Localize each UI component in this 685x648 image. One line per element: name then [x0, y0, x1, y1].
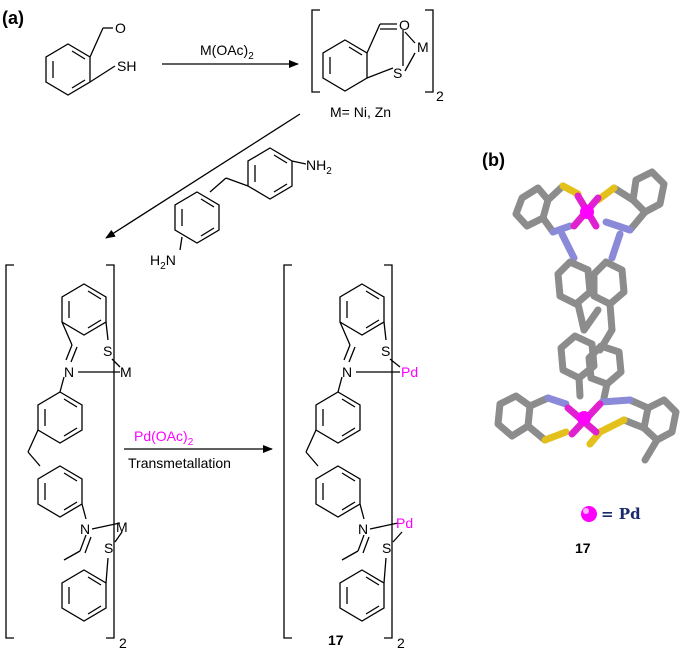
palladium-dimer-structure: 2 N S Pd N Pd S: [283, 264, 418, 648]
methylenedianiline-structure: NH2 H2N: [150, 147, 332, 272]
compound-number: 17: [328, 632, 344, 648]
atom-label: N: [80, 521, 90, 537]
atom-label: S: [103, 343, 112, 359]
legend-label: = Pd: [601, 505, 641, 523]
atom-label: S: [104, 540, 113, 556]
atom-label: N: [358, 521, 368, 537]
atom-label: M: [116, 519, 128, 535]
atom-label: O: [115, 20, 126, 36]
reagent-label: Pd(OAc)2: [134, 428, 194, 448]
atom-label: SH: [117, 58, 136, 74]
reaction-arrow: [105, 113, 301, 239]
metal-complex-structure: O S M 2: [311, 9, 444, 104]
atom-label: S: [382, 540, 391, 556]
atom-label: H2N: [150, 252, 176, 272]
reagent-label: M(OAc)2: [200, 42, 254, 62]
panel-a-label: (a): [2, 8, 24, 28]
bracket-subscript: 2: [436, 88, 444, 104]
palladium-sphere-icon: [581, 506, 597, 522]
atom-label: S: [381, 343, 390, 359]
sphere-highlight: [583, 508, 589, 514]
atom-label: O: [399, 17, 410, 33]
bracket-subscript: 2: [119, 635, 127, 648]
atom-label: NH2: [306, 157, 332, 177]
atom-label: N: [64, 364, 74, 380]
step-label: Transmetallation: [128, 455, 231, 471]
compound-number: 17: [575, 540, 591, 556]
atom-label: M: [417, 39, 429, 55]
metal-note: M= Ni, Zn: [330, 104, 391, 120]
atom-label: Pd: [396, 515, 413, 531]
metal-dimer-structure: 2 N S M N M S: [5, 264, 132, 648]
atom-label: S: [393, 65, 402, 81]
mercaptobenzaldehyde-structure: O SH: [45, 20, 136, 96]
bracket-subscript: 2: [397, 635, 405, 648]
atom-label: N: [342, 364, 352, 380]
atom-label: Pd: [401, 364, 418, 380]
panel-b-label: (b): [482, 150, 505, 170]
atom-label: M: [120, 364, 132, 380]
crystal-structure-image: [494, 168, 680, 464]
